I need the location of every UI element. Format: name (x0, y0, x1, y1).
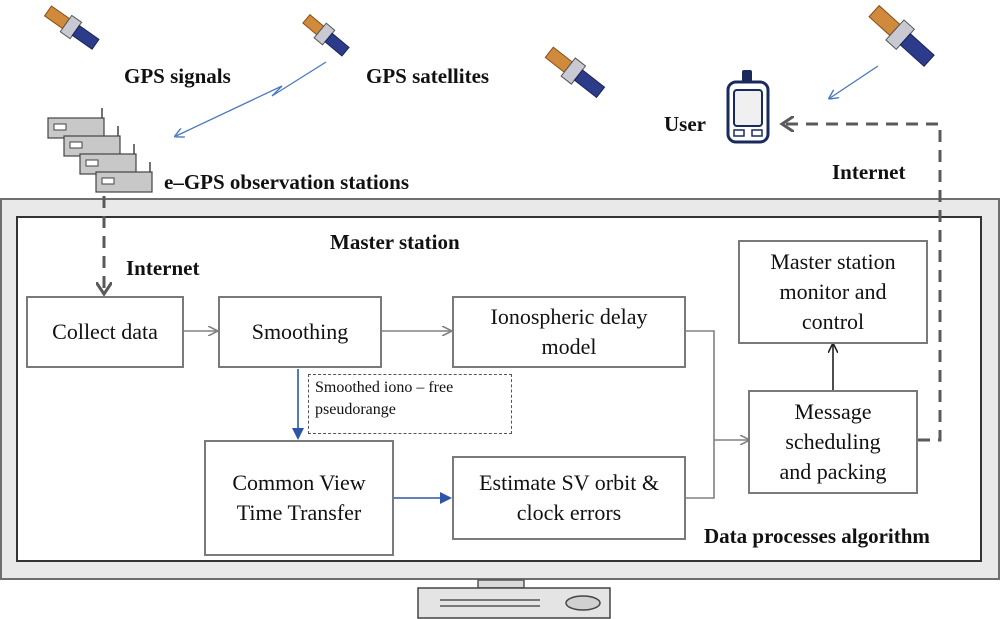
gps-handset-icon (726, 70, 770, 144)
connector-iono-message (686, 330, 715, 440)
master-station-label: Master station (330, 230, 460, 254)
observation-stations-label: e–GPS observation stations (164, 170, 410, 194)
ionospheric-delay-model-box: Ionospheric delay model (452, 296, 686, 368)
master-station-monitor-box: Master station monitor and control (738, 240, 928, 344)
internet-label-left: Internet (126, 256, 200, 280)
gps-signal-line (830, 65, 879, 98)
satellite-icon (544, 46, 606, 99)
gps-signal-line (176, 61, 327, 136)
message-scheduling-box: Message scheduling and packing (748, 390, 918, 494)
gps-signals-label: GPS signals (124, 64, 231, 88)
smoothed-pseudorange-note: Smoothed iono – free pseudorange (308, 374, 512, 434)
user-label: User (664, 112, 706, 136)
internet-label-right: Internet (832, 160, 906, 184)
smoothing-box: Smoothing (218, 296, 382, 368)
internet-link-right (782, 124, 942, 442)
common-view-time-transfer-box: Common View Time Transfer (204, 440, 394, 556)
satellite-icon (302, 14, 350, 57)
satellite-icon (868, 4, 935, 67)
collect-data-box: Collect data (26, 296, 184, 368)
observation-station-icon (47, 108, 153, 193)
satellite-icon (43, 5, 100, 50)
data-processes-label: Data processes algorithm (704, 524, 930, 548)
gps-satellites-label: GPS satellites (366, 64, 490, 88)
connector-estimate-message (686, 440, 715, 499)
estimate-sv-orbit-box: Estimate SV orbit & clock errors (452, 456, 686, 540)
